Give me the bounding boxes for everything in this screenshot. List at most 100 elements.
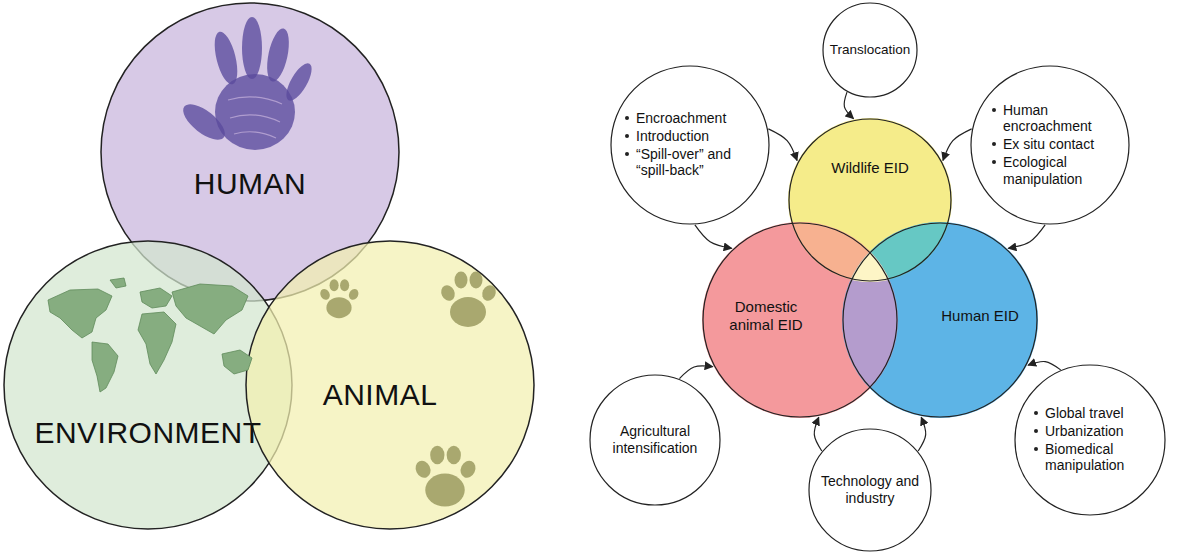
label-group: ANIMAL (323, 377, 438, 413)
circle-title: HUMAN (194, 166, 307, 202)
circle-outline (788, 118, 952, 282)
circle-label: Wildlife EID (831, 159, 909, 177)
circle-title: ANIMAL (323, 377, 438, 413)
paw-print (413, 446, 478, 507)
label-group: Human EID (941, 307, 1019, 325)
influence-arrow (695, 225, 732, 248)
factor-circle: Agricultural intensification (589, 374, 721, 506)
circle-label: Technology and industry (816, 473, 924, 507)
circle-outline (809, 429, 931, 551)
factor-circle: EncroachmentIntroduction“Spill-over” and… (610, 65, 770, 225)
bullet-dot (992, 108, 996, 112)
venn-region (842, 222, 1038, 418)
label-group: HUMAN (194, 166, 307, 202)
circle-outline (246, 241, 534, 529)
label-group: Translocation (830, 42, 911, 58)
bullet-item: Ex situ contact (992, 136, 1112, 153)
label-row: Domestic animal EID (724, 298, 808, 334)
bullet-dot (992, 142, 996, 146)
label-row: ENVIRONMENT (34, 415, 261, 451)
influence-arrow (943, 129, 972, 161)
bullet-item: Global travel (1034, 405, 1150, 422)
hand-lines (228, 97, 282, 138)
circle-title: ENVIRONMENT (34, 415, 261, 451)
influence-arrow (1008, 225, 1045, 248)
factor-text: Urbanization (1045, 423, 1124, 440)
bullet-dot (1034, 429, 1038, 433)
bullet-item: Ecological manipulation (992, 154, 1112, 188)
label-row: Wildlife EID (831, 159, 909, 177)
label-group: Domestic animal EID (724, 298, 808, 334)
paw-print (439, 272, 499, 328)
world-map (48, 278, 252, 392)
influence-arrow (768, 129, 797, 161)
bullet-dot (625, 116, 629, 120)
label-group: Agricultural intensification (603, 423, 707, 457)
influence-arrow (1028, 362, 1061, 370)
venn-region (842, 222, 1038, 418)
factor-circle: Technology and industry (808, 428, 932, 552)
eid-circle: Human EID (842, 222, 1038, 418)
factor-text: Biomedical manipulation (1045, 441, 1150, 475)
factor-text: Human encroachment (1003, 102, 1112, 136)
label-group: ENVIRONMENT (34, 415, 261, 451)
continent (110, 278, 126, 288)
circle-outline (611, 66, 769, 224)
hand-thumb (178, 98, 231, 146)
label-row: Technology and industry (816, 473, 924, 507)
continent (140, 288, 172, 308)
eid-circle: Domestic animal EID (702, 222, 898, 418)
circle-label: Human EID (941, 307, 1019, 325)
continent (92, 342, 118, 392)
bullet-item: “Spill-over” and “spill-back” (625, 146, 751, 180)
bullet-dot (1034, 411, 1038, 415)
circle-label: Domestic animal EID (724, 298, 808, 334)
venn-region (842, 222, 1038, 418)
factor-circle: Translocation (822, 2, 918, 98)
bullet-item: Human encroachment (992, 102, 1112, 136)
influence-arrow (814, 417, 822, 451)
bullet-item: Encroachment (625, 110, 751, 127)
factor-text: Ecological manipulation (1003, 154, 1112, 188)
circle-outline (1015, 365, 1165, 515)
hand-finger (242, 17, 262, 79)
hand-palm (215, 74, 295, 150)
label-group: Human encroachmentEx situ contactEcologi… (992, 102, 1112, 189)
label-row: ANIMAL (323, 377, 438, 413)
bullet-item: Biomedical manipulation (1034, 441, 1150, 475)
bullet-dot (625, 134, 629, 138)
label-group: Wildlife EID (831, 159, 909, 177)
bullet-dot (992, 160, 996, 164)
circle-outline (1014, 364, 1166, 516)
label-row: Human EID (941, 307, 1019, 325)
label-row: Agricultural intensification (603, 423, 707, 457)
eid-circle: Wildlife EID (788, 118, 952, 282)
influence-arrow (918, 417, 926, 451)
hand-finger (282, 60, 317, 104)
factor-circle: Human encroachmentEx situ contactEcologi… (970, 65, 1130, 225)
label-row: HUMAN (194, 166, 307, 202)
hand-finger (263, 27, 293, 84)
bullet-item: Urbanization (1034, 423, 1150, 440)
label-group: Global travelUrbanizationBiomedical mani… (1034, 405, 1150, 475)
continent (222, 350, 252, 374)
influence-arrow (679, 366, 712, 379)
circle-label: Translocation (830, 42, 911, 58)
bullet-dot (625, 152, 629, 156)
continent (172, 284, 248, 334)
circle-outline (971, 66, 1129, 224)
circle-outline (843, 223, 1037, 417)
bullet-dot (1034, 447, 1038, 451)
venn-region (842, 222, 1038, 418)
paw-print (319, 279, 361, 318)
factor-text: “Spill-over” and “spill-back” (636, 146, 751, 180)
factor-text: Introduction (636, 128, 709, 145)
circle-label: Agricultural intensification (603, 423, 707, 457)
influence-arrow (844, 92, 853, 119)
paw-prints (319, 272, 499, 507)
continent (48, 289, 112, 338)
factor-circle: Global travelUrbanizationBiomedical mani… (1014, 364, 1166, 516)
label-group: Technology and industry (816, 473, 924, 507)
factor-text: Ex situ contact (1003, 136, 1094, 153)
